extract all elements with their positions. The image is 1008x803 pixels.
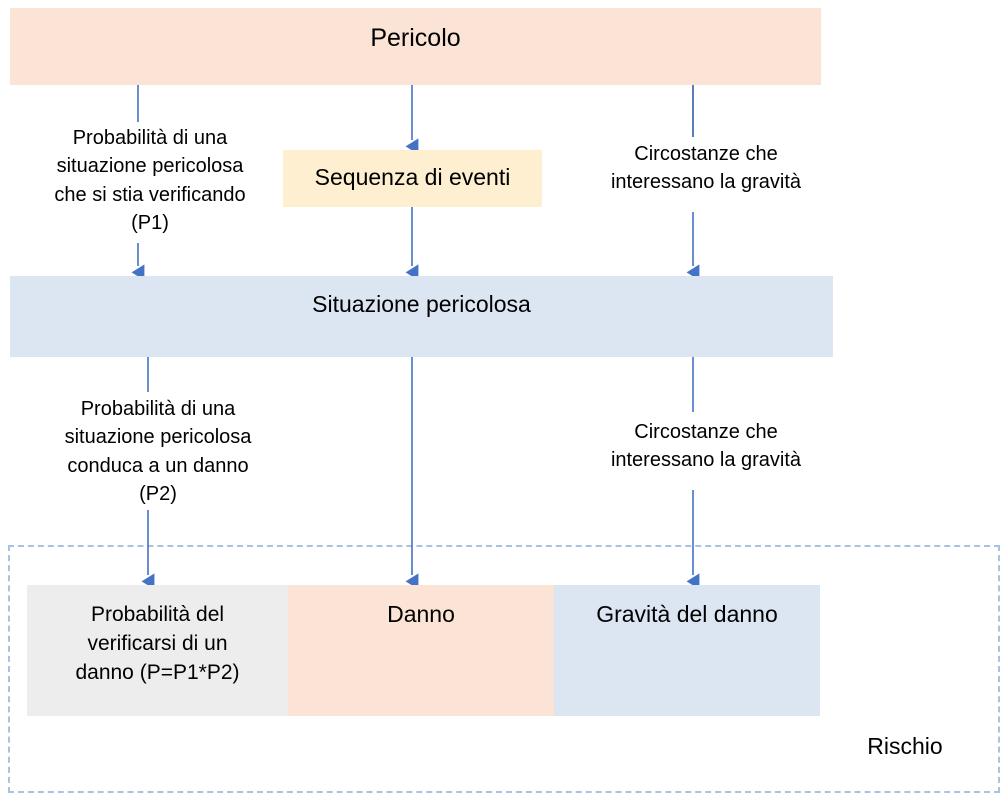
annotation-p1: Probabilità di una situazione pericolosa… bbox=[54, 127, 246, 235]
hazard-box-label: Pericolo bbox=[370, 24, 461, 52]
annotation-severity-bottom: Circostanze che interessano la gravità bbox=[610, 421, 802, 472]
risk-segment-strip: Probabilità del verificarsi di un danno … bbox=[27, 585, 820, 716]
hazardous-situation-box: Situazione pericolosa bbox=[10, 276, 833, 357]
risk-segment-probability-label: Probabilità del verificarsi di un danno … bbox=[75, 603, 240, 684]
sequence-of-events-label: Sequenza di eventi bbox=[314, 164, 511, 190]
hazardous-situation-label: Situazione pericolosa bbox=[312, 291, 531, 317]
risk-segment-severity-label: Gravità del danno bbox=[596, 601, 778, 627]
risk-segment-harm-label: Danno bbox=[387, 601, 455, 627]
annotation-severity-top: Circostanze che interessano la gravità bbox=[610, 143, 802, 194]
risk-segment-severity: Gravità del danno bbox=[554, 585, 820, 716]
risk-segment-probability: Probabilità del verificarsi di un danno … bbox=[27, 585, 288, 716]
risk-frame-label: Rischio bbox=[867, 733, 943, 759]
hazard-box: Pericolo bbox=[10, 8, 821, 85]
sequence-of-events-box: Sequenza di eventi bbox=[283, 150, 542, 207]
annotation-p2: Probabilità di una situazione pericolosa… bbox=[64, 398, 252, 506]
risk-dashed-frame bbox=[8, 545, 1000, 793]
risk-segment-harm: Danno bbox=[288, 585, 554, 716]
